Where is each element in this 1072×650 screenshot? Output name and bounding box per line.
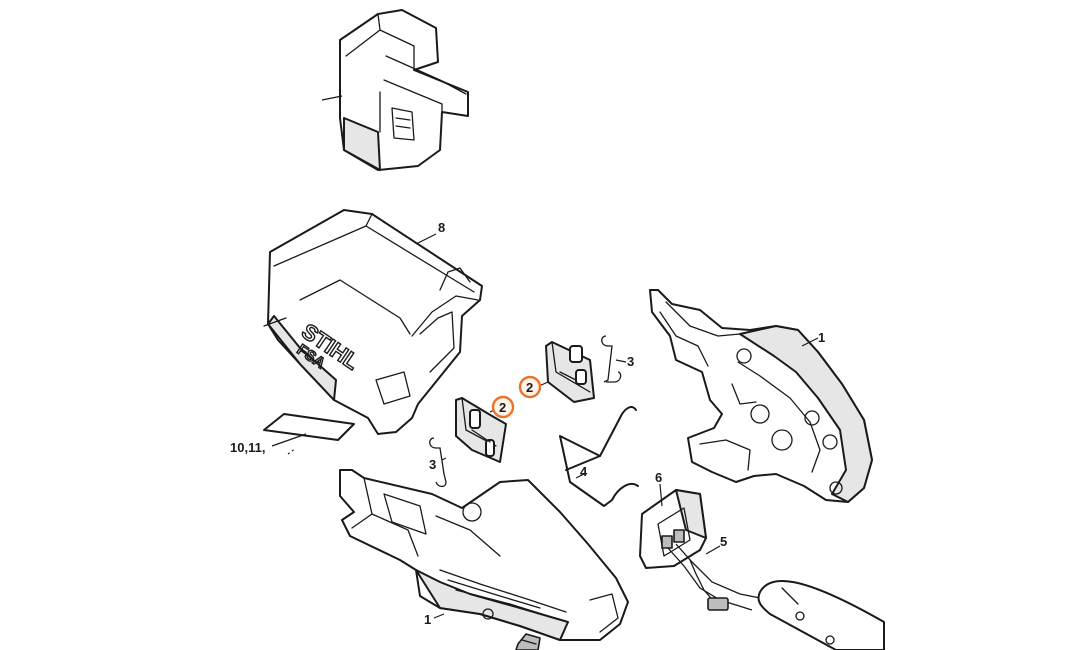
callout-3-right: 3 <box>627 354 634 369</box>
callout-10-11: 10,11, <box>230 440 265 455</box>
callout-4: 4 <box>580 464 588 479</box>
callout-6: 6 <box>655 470 662 485</box>
bracket-part-2-left <box>455 397 507 463</box>
housing-shell-part-8: STIHL FSA <box>263 209 483 435</box>
cable-part-5 <box>667 543 885 650</box>
callout-2-left-highlight[interactable]: 2 <box>489 395 515 419</box>
bracket-part-2-right <box>545 341 595 403</box>
callout-3-left: 3 <box>429 457 436 472</box>
housing-half-part-1-right <box>649 289 873 503</box>
screw-part <box>515 633 541 650</box>
callout-2-right: 2 <box>526 380 533 395</box>
label-sticker-part-10-11 <box>263 413 355 455</box>
wire-spring-part-4 <box>559 406 639 507</box>
spring-part-3-left <box>429 437 447 488</box>
handle-housing-part-1-front <box>339 469 629 641</box>
callout-2-left: 2 <box>499 400 506 415</box>
callout-2-right-highlight[interactable]: 2 <box>518 375 549 399</box>
top-cap-part <box>321 9 469 171</box>
callout-8: 8 <box>438 220 445 235</box>
switch-part-6 <box>639 483 707 569</box>
spring-part-3-right <box>601 335 627 383</box>
callout-1-bottom: 1 <box>424 612 431 627</box>
callout-5: 5 <box>720 534 727 549</box>
callout-1-right: 1 <box>818 330 825 345</box>
